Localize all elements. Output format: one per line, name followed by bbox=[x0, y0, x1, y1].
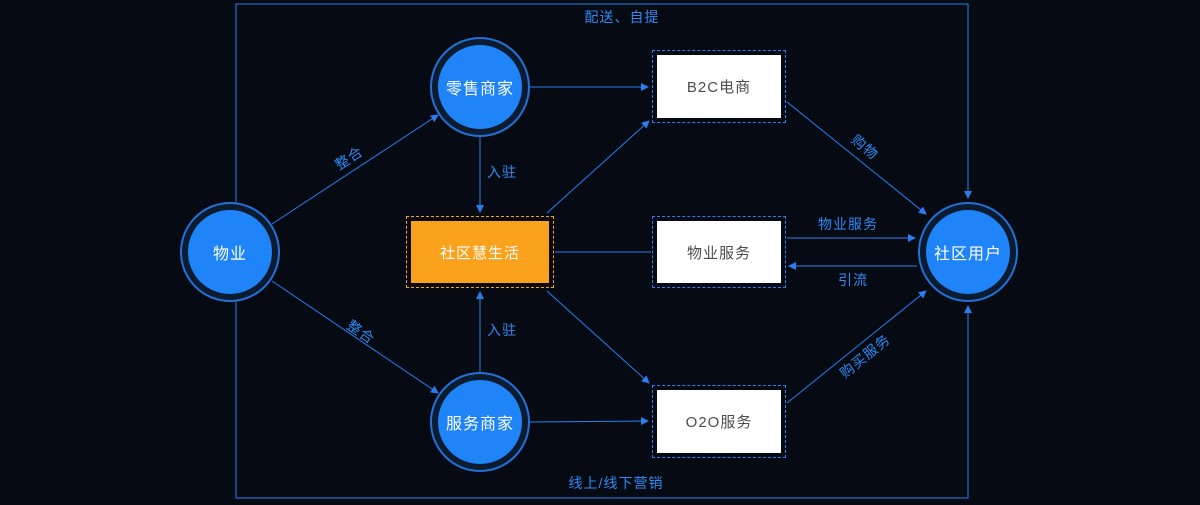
edge-smartlife-to-o2o bbox=[546, 290, 650, 384]
edge-b2c-to-user bbox=[786, 101, 927, 215]
node-b2c: B2C电商 bbox=[652, 50, 786, 123]
node-property-service-label: 物业服务 bbox=[657, 221, 781, 283]
edge-service-to-o2o bbox=[529, 417, 649, 426]
node-o2o-label: O2O服务 bbox=[657, 390, 781, 453]
edge-property-to-retail bbox=[271, 114, 439, 225]
edge-boundary-loop bbox=[235, 3, 972, 499]
node-smart-life: 社区慧生活 bbox=[406, 216, 554, 288]
edge-label-settle-in-bottom: 入驻 bbox=[487, 322, 517, 338]
edge-label-settle-in-top: 入驻 bbox=[487, 164, 517, 180]
node-retail-merchant-label: 零售商家 bbox=[445, 81, 514, 98]
node-community-user: 社区用户 bbox=[920, 204, 1016, 300]
edge-label-drive-traffic: 引流 bbox=[838, 272, 868, 288]
node-b2c-label: B2C电商 bbox=[657, 55, 781, 118]
node-community-user-label: 社区用户 bbox=[933, 246, 1002, 263]
edge-smartlife-to-b2c bbox=[546, 120, 650, 214]
edge-o2o-to-user bbox=[786, 290, 927, 404]
edge-label-delivery-pickup: 配送、自提 bbox=[584, 9, 660, 25]
node-property-label: 物业 bbox=[212, 246, 247, 263]
edge-property-to-service bbox=[271, 280, 439, 394]
edge-label-online-offline-marketing: 线上/线下营销 bbox=[568, 475, 664, 491]
node-service-merchant: 服务商家 bbox=[432, 374, 528, 470]
node-o2o: O2O服务 bbox=[652, 385, 786, 458]
node-property: 物业 bbox=[182, 204, 278, 300]
node-retail-merchant: 零售商家 bbox=[432, 39, 528, 135]
edge-label-property-service: 物业服务 bbox=[818, 216, 878, 232]
node-smart-life-label: 社区慧生活 bbox=[411, 221, 549, 283]
node-property-service: 物业服务 bbox=[652, 216, 786, 288]
node-service-merchant-label: 服务商家 bbox=[445, 416, 514, 433]
